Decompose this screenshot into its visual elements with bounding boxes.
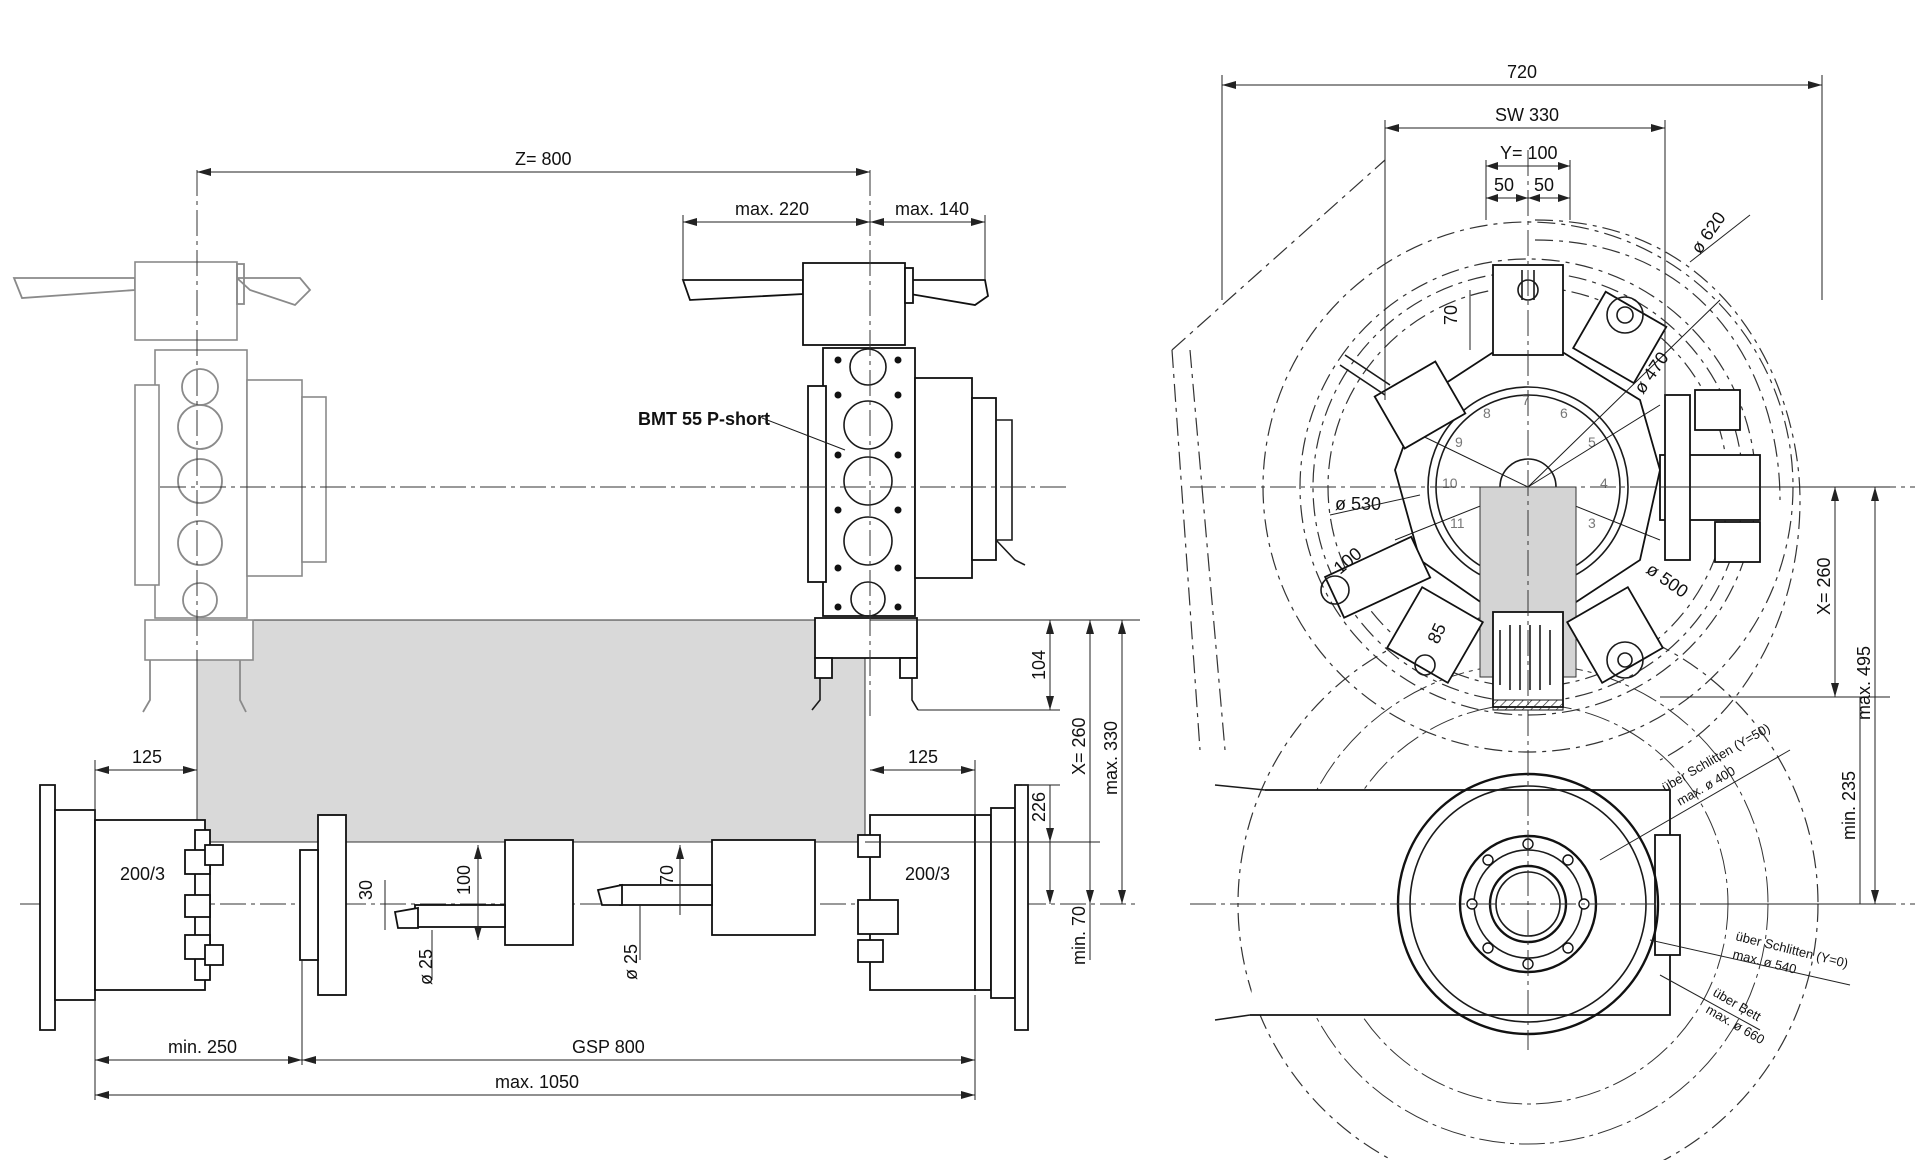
working-area bbox=[196, 619, 866, 843]
turret-bmt55 bbox=[681, 262, 1026, 711]
svg-text:Y= 100: Y= 100 bbox=[1500, 143, 1558, 163]
svg-text:11: 11 bbox=[1450, 515, 1465, 531]
dim-bottom-2: max. 1050 bbox=[95, 1072, 975, 1099]
dim-125-left: 125 bbox=[94, 747, 197, 820]
turret-housing bbox=[802, 262, 906, 346]
dim-125-right: 125 bbox=[870, 747, 976, 815]
dim-720: 720 bbox=[1221, 62, 1823, 300]
svg-text:50: 50 bbox=[1494, 175, 1514, 195]
tool-holder-upper-right bbox=[1571, 290, 1668, 385]
svg-text:50: 50 bbox=[1534, 175, 1554, 195]
side-view: BMT 55 P-short 200/3 bbox=[12, 149, 1140, 1100]
machine-enclosure bbox=[1171, 159, 1386, 751]
svg-text:100: 100 bbox=[454, 865, 474, 895]
turret-disc bbox=[822, 347, 916, 617]
tool-holder-lower-left bbox=[1385, 585, 1485, 685]
chuck-size-left: 200/3 bbox=[120, 864, 165, 884]
svg-text:104: 104 bbox=[1029, 650, 1049, 680]
svg-text:min. 250: min. 250 bbox=[168, 1037, 237, 1057]
svg-text:ø 530: ø 530 bbox=[1335, 494, 1381, 514]
dim-y100: Y= 100 50 50 bbox=[1485, 143, 1571, 220]
svg-text:226: 226 bbox=[1029, 792, 1049, 822]
dim-tool-lengths: max. 220 max. 140 bbox=[682, 199, 986, 280]
tool-holder-right bbox=[1659, 389, 1761, 563]
svg-text:3: 3 bbox=[1588, 515, 1596, 531]
main-spindle: 200/3 bbox=[39, 784, 224, 1031]
svg-text:max. 330: max. 330 bbox=[1101, 721, 1121, 795]
chuck-size-right: 200/3 bbox=[905, 864, 950, 884]
svg-text:720: 720 bbox=[1507, 62, 1537, 82]
svg-text:70: 70 bbox=[657, 865, 677, 885]
svg-text:4: 4 bbox=[1600, 475, 1608, 491]
svg-text:max. 495: max. 495 bbox=[1854, 646, 1874, 720]
svg-text:5: 5 bbox=[1588, 434, 1596, 450]
svg-text:X= 260: X= 260 bbox=[1069, 717, 1089, 775]
svg-text:ø 620: ø 620 bbox=[1687, 208, 1730, 257]
svg-text:min. 70: min. 70 bbox=[1069, 906, 1089, 965]
svg-text:10: 10 bbox=[1442, 475, 1458, 491]
svg-text:SW 330: SW 330 bbox=[1495, 105, 1559, 125]
tool-holder-left bbox=[1320, 535, 1432, 619]
svg-text:GSP 800: GSP 800 bbox=[572, 1037, 645, 1057]
svg-text:ø 25: ø 25 bbox=[621, 944, 641, 980]
svg-text:8: 8 bbox=[1483, 405, 1491, 421]
tool-holder-upper-left bbox=[1339, 354, 1467, 450]
dim-bottom-1: min. 250 GSP 800 bbox=[94, 960, 976, 1100]
counter-spindle: 200/3 bbox=[857, 784, 1029, 1031]
svg-text:70: 70 bbox=[1441, 305, 1461, 325]
svg-text:X= 260: X= 260 bbox=[1814, 557, 1834, 615]
dim-z-800: Z= 800 bbox=[197, 149, 870, 176]
front-view: 1 2 3 4 5 6 7 8 9 10 11 12 bbox=[1171, 62, 1915, 1160]
svg-text:7: 7 bbox=[1522, 392, 1530, 408]
steady-rest bbox=[299, 814, 347, 996]
svg-text:ø 25: ø 25 bbox=[416, 949, 436, 985]
svg-text:30: 30 bbox=[356, 880, 376, 900]
svg-text:ø 500: ø 500 bbox=[1643, 559, 1692, 602]
svg-text:125: 125 bbox=[908, 747, 938, 767]
boring-tool-2 bbox=[596, 839, 816, 936]
svg-text:125: 125 bbox=[132, 747, 162, 767]
tool-holder-lower-right bbox=[1565, 585, 1665, 685]
svg-text:9: 9 bbox=[1455, 434, 1463, 450]
dim-sw330: SW 330 bbox=[1384, 105, 1666, 400]
svg-text:Z= 800: Z= 800 bbox=[515, 149, 572, 169]
svg-text:max. 140: max. 140 bbox=[895, 199, 969, 219]
svg-text:6: 6 bbox=[1560, 405, 1568, 421]
dim-vertical-front: X= 260 max. 495 min. 235 bbox=[1660, 486, 1890, 905]
dim-vertical-side: 104 X= 260 max. 330 226 min. 70 bbox=[865, 619, 1140, 965]
turret-model-label: BMT 55 P-short bbox=[638, 409, 770, 429]
svg-text:max. 220: max. 220 bbox=[735, 199, 809, 219]
svg-text:min. 235: min. 235 bbox=[1839, 771, 1859, 840]
boring-tool-1 bbox=[393, 839, 574, 946]
svg-text:max. 1050: max. 1050 bbox=[495, 1072, 579, 1092]
turret-home-position bbox=[12, 261, 327, 713]
dim-tools: 30 100 70 ø 25 ø 25 bbox=[356, 845, 684, 985]
